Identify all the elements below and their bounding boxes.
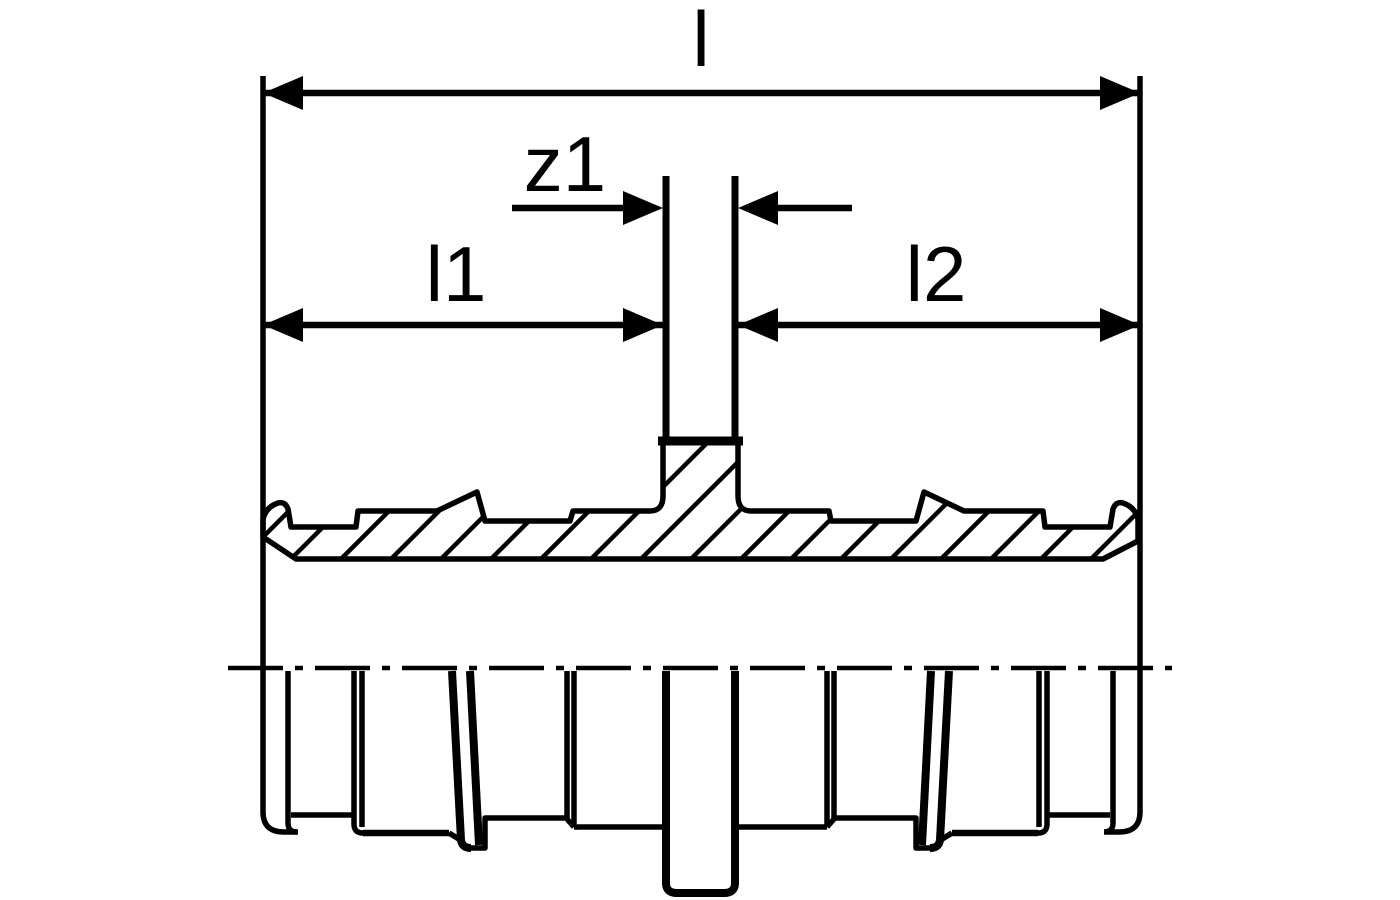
left-step-edge xyxy=(564,817,577,829)
dimension-overall-length: l xyxy=(263,0,1140,110)
center-collar xyxy=(662,671,739,897)
right-body-edge xyxy=(1105,76,1143,835)
right-deep-root xyxy=(834,815,930,851)
l1-arrow-left-icon xyxy=(263,308,303,342)
body-outline xyxy=(260,76,1143,835)
right-step-edge xyxy=(824,817,837,829)
dim-label-l1: l1 xyxy=(426,230,487,318)
right-barb-face-outer xyxy=(1037,671,1050,836)
right-rib-face xyxy=(1103,671,1116,835)
dimension-z1: z1 xyxy=(512,120,852,439)
l1-arrow-right-icon xyxy=(623,308,663,342)
right-barb-taper xyxy=(937,830,954,844)
left-body-edge xyxy=(260,76,298,835)
left-rib-face xyxy=(285,671,298,835)
right-barb-steep-inner xyxy=(918,670,935,846)
dimension-l1: l1 xyxy=(263,230,663,342)
left-barb-steep-outer xyxy=(448,670,472,852)
left-deep-root xyxy=(471,815,567,851)
dim-arrow-left-icon xyxy=(263,76,303,110)
l2-arrow-right-icon xyxy=(1100,308,1140,342)
left-barb-steep-inner xyxy=(466,670,483,846)
section-wall-hatched xyxy=(260,438,1141,562)
upper-half-section-view xyxy=(260,436,1141,562)
left-barb-face-outer xyxy=(351,671,364,836)
l2-arrow-left-icon xyxy=(738,308,778,342)
dim-label-l: l xyxy=(692,0,709,83)
z1-arrow-left-icon xyxy=(623,191,663,225)
z1-arrow-right-icon xyxy=(738,191,778,225)
lower-half-external-view xyxy=(285,670,1116,897)
dim-label-l2: l2 xyxy=(906,230,967,318)
dim-label-z1: z1 xyxy=(524,120,606,208)
dimension-l2: l2 xyxy=(738,230,1140,342)
dim-arrow-right-icon xyxy=(1100,76,1140,110)
